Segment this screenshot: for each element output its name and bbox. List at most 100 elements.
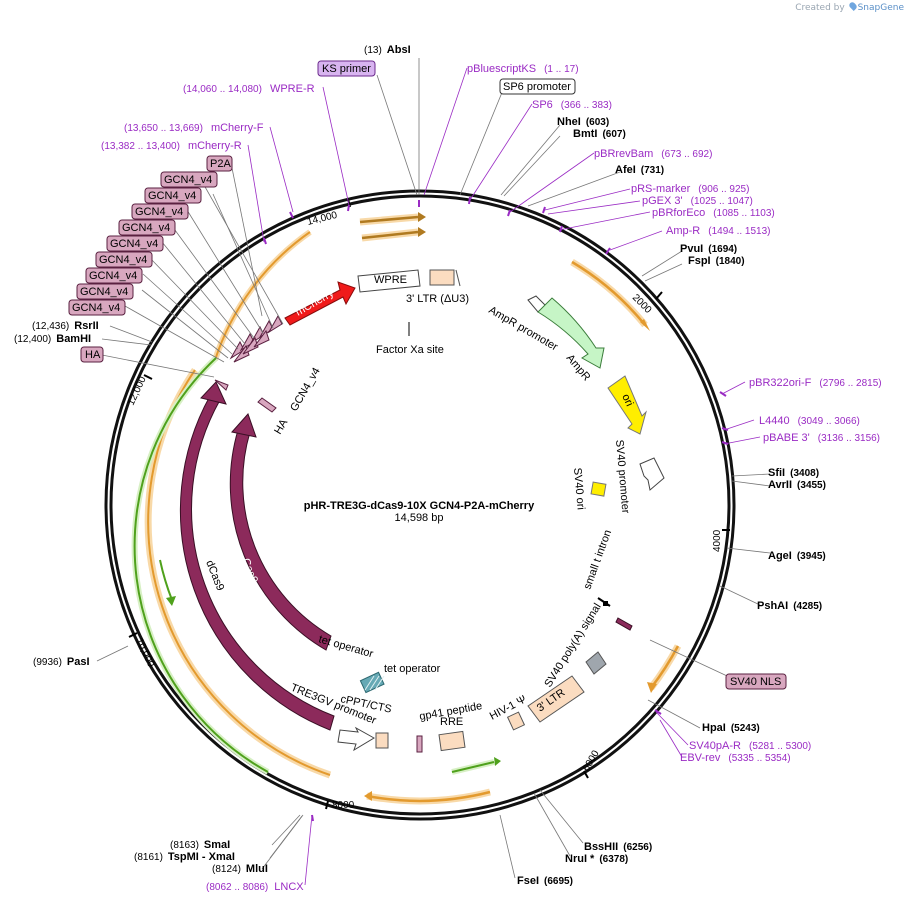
site-absi-pos: (13): [364, 45, 382, 56]
box-sv40-nls: SV40 NLS: [725, 673, 787, 690]
small-t-intron-label: small t intron: [582, 528, 615, 591]
box-gcn4-5-label: GCN4_v4: [110, 238, 158, 250]
primer-pbluescriptks: pBluescriptKS(1 .. 17): [467, 63, 579, 75]
ltr3b-box: [527, 675, 585, 723]
box-ks-primer-label: KS primer: [322, 63, 371, 75]
site-agei: AgeI(3945): [768, 550, 826, 562]
primer-pbabe3-name: pBABE 3': [763, 432, 810, 444]
primer-wpre-r: (14,060 .. 14,080)WPRE-R: [183, 83, 315, 95]
site-rsrii: (12,436)RsrII: [32, 320, 99, 332]
primer-sv40pa-r-pos: (5281 .. 5300): [749, 741, 811, 752]
box-ha: HA: [80, 346, 104, 363]
site-fsei-name: FseI: [517, 875, 539, 887]
site-hpai: HpaI (5243): [702, 722, 760, 734]
site-fspi-pos: (1840): [716, 256, 745, 267]
box-sp6-promoter-label: SP6 promoter: [503, 81, 571, 93]
box-gcn4-2: GCN4_v4: [144, 187, 202, 204]
dcas9-label: dCas9: [203, 559, 226, 593]
primer-mcherry-f-name: mCherry-F: [211, 122, 264, 134]
primer-mcherry-r-name: mCherry-R: [188, 140, 242, 152]
tick-8000: 8000: [325, 800, 355, 811]
site-bamhi: (12,400)BamHI: [14, 333, 91, 345]
site-fsei-pos: (6695): [544, 876, 573, 887]
site-nrui-pos: (6378): [599, 854, 628, 865]
primer-sv40pa-r-name: SV40pA-R: [689, 740, 741, 752]
site-afei: AfeI (731): [615, 164, 664, 176]
primer-mcherry-r: (13,382 .. 13,400) mCherry-R: [101, 140, 242, 152]
site-absi-name: AbsI: [387, 44, 411, 56]
site-pvui-pos: (1694): [708, 244, 737, 255]
site-afei-pos: (731): [641, 165, 664, 176]
site-smai-name: SmaI: [204, 839, 230, 851]
box-gcn4-8-label: GCN4_v4: [80, 286, 128, 298]
gcn4-cluster: [229, 314, 283, 363]
sv40-promoter-label: SV40 promoter: [613, 439, 631, 514]
site-mlui-pos: (8124): [212, 864, 241, 875]
site-pasi: (9936)PasI: [33, 656, 90, 668]
tick-label-6000: 6000: [581, 748, 602, 773]
backbone-outer: [104, 189, 736, 821]
plasmid-size: 14,598 bp: [395, 512, 444, 524]
site-pasi-pos: (9936): [33, 657, 62, 668]
primer-lncx-pos: (8062 .. 8086): [206, 882, 268, 893]
box-gcn4-4-label: GCN4_v4: [122, 222, 170, 234]
site-bamhi-pos: (12,400): [14, 334, 51, 345]
site-nrui-name: NruI *: [565, 853, 595, 865]
site-rsrii-name: RsrII: [74, 320, 98, 332]
site-hpai-pos: (5243): [731, 723, 760, 734]
primer-pbr322ori-f-pos: (2796 .. 2815): [819, 378, 881, 389]
tick-label-8000: 8000: [332, 800, 355, 811]
site-tspmi-pos: (8161): [134, 852, 163, 863]
site-sfii-name: SfiI: [768, 467, 785, 479]
primer-wpre-r-name: WPRE-R: [270, 83, 315, 95]
cas9-arc: [229, 429, 332, 651]
site-bsshii: BssHII(6256): [584, 841, 652, 853]
primer-mcherry-f: (13,650 .. 13,669)mCherry-F: [124, 122, 264, 134]
site-bmti-pos: (607): [602, 129, 625, 140]
primer-sp6: SP6(366 .. 383): [532, 99, 612, 111]
primer-leaders: [247, 67, 761, 886]
primer-pgex3-name: pGEX 3': [642, 195, 683, 207]
site-nrui: NruI * (6378): [565, 853, 628, 865]
box-gcn4-5: GCN4_v4: [106, 235, 164, 252]
site-hpai-name: HpaI: [702, 722, 726, 734]
sv40-polya-box: [585, 651, 607, 675]
primer-amp-r: Amp-R(1494 .. 1513): [666, 225, 771, 237]
site-smai-pos: (8163): [170, 840, 199, 851]
primer-pbr322ori-f: pBR322ori-F(2796 .. 2815): [749, 377, 882, 389]
tet-operator-label-2: tet operator: [384, 663, 441, 675]
ltr3-box: [429, 269, 455, 286]
box-ha-label: HA: [85, 349, 101, 361]
primer-pbrforeco-pos: (1085 .. 1103): [713, 208, 775, 219]
site-nhei-pos: (603): [586, 117, 609, 128]
box-gcn4-9: GCN4_v4: [68, 299, 126, 316]
primer-amp-r-name: Amp-R: [666, 225, 700, 237]
tag-leaders: [124, 167, 284, 363]
site-pvui-name: PvuI: [680, 243, 703, 255]
site-afei-name: AfeI: [615, 164, 636, 176]
tet-operator-label-1: tet operator: [317, 633, 375, 660]
site-tspmi-name: TspMI - XmaI: [168, 851, 235, 863]
ori-label: ori: [619, 392, 635, 408]
tick-12000: 12,000: [126, 374, 153, 407]
site-fspi: FspI(1840): [688, 255, 745, 267]
box-p2a: P2A: [206, 155, 233, 172]
box-gcn4-1-label: GCN4_v4: [164, 174, 212, 186]
cppt-box: [375, 732, 389, 749]
primer-l4440-pos: (3049 .. 3066): [798, 416, 860, 427]
primer-pbrforeco: pBRforEco(1085 .. 1103): [652, 207, 775, 219]
snapgene-credit: Created by SnapGene: [795, 1, 904, 13]
primer-pbrrevbam-name: pBRrevBam: [594, 148, 653, 160]
box-gcn4-9-label: GCN4_v4: [72, 302, 120, 314]
primer-lncx-name: LNCX: [274, 881, 304, 893]
site-mlui: (8124) MluI: [212, 863, 268, 875]
primer-lncx: (8062 .. 8086) LNCX: [206, 881, 304, 893]
credit-brand: SnapGene: [857, 3, 904, 13]
box-sp6-promoter: SP6 promoter: [499, 78, 576, 95]
primer-ring-marks: [263, 196, 729, 822]
site-mlui-name: MluI: [246, 863, 268, 875]
primer-mcherry-r-pos: (13,382 .. 13,400): [101, 141, 180, 152]
plasmid-name: pHR-TRE3G-dCas9-10X GCN4-P2A-mCherry: [304, 500, 535, 512]
primer-prs-marker: pRS-marker(906 .. 925): [631, 183, 749, 195]
site-avrii-pos: (3455): [797, 480, 826, 491]
